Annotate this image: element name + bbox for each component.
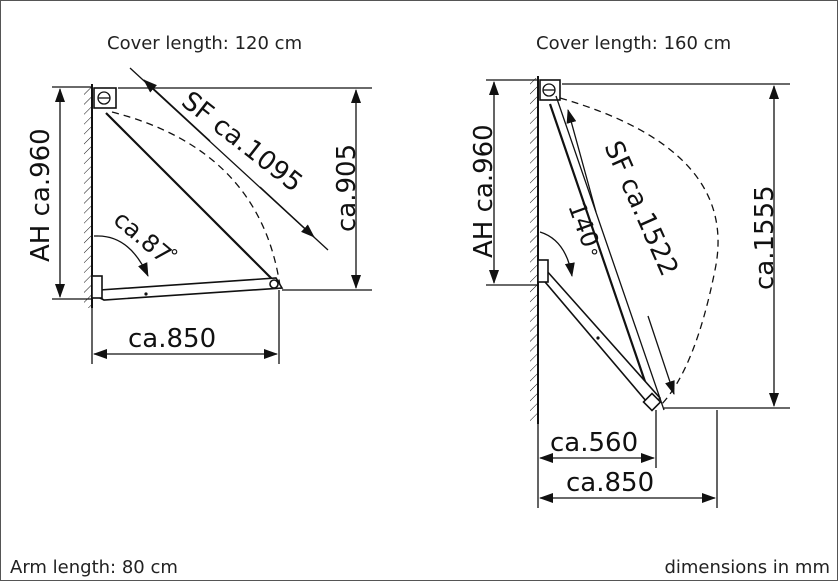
arm-length-note: Arm length: 80 cm [10,557,178,578]
left-w-label: ca.850 [128,324,216,354]
left-sf-label: SF ca.1095 [176,86,308,199]
right-ah-label: AH ca.960 [469,124,499,258]
left-cover-line [105,112,277,284]
left-arm-joint [91,275,103,299]
left-arm [94,277,284,301]
right-wall-hatch [530,78,538,422]
left-swing-arc [111,111,281,287]
left-wall-hatch [84,86,92,308]
right-sf-line [555,95,665,411]
left-cover-caption: Cover length: 120 cm [107,33,302,54]
right-diagram: Cover length: 160 cm AH ca.960 SF ca.152… [469,33,790,508]
right-r-label: ca.1555 [750,185,780,290]
units-note: dimensions in mm [664,557,830,578]
left-ah-label: AH ca.960 [26,128,56,262]
left-sf-arrow-down [259,186,315,238]
right-cover-caption: Cover length: 160 cm [536,33,731,54]
right-sf-arrow-down [647,315,675,395]
right-angle-degree: ° [590,246,599,267]
left-diagram: Cover length: 120 cm AH ca.960 SF ca.109… [26,33,372,364]
right-w1-label: ca.560 [550,428,638,458]
left-angle-label: ca.87 [108,205,177,269]
right-arm [538,268,662,410]
right-angle-label: 140 [562,198,604,251]
right-angle-arc [539,231,575,277]
right-sf-arrow-up [566,109,597,213]
left-angle-degree: ° [170,246,179,267]
right-cover-line [548,103,654,403]
right-sf-label: SF ca.1522 [598,137,684,281]
right-arm-joint [537,259,549,283]
right-swing-arc [559,97,719,407]
left-angle-arc [97,235,149,277]
right-w2-label: ca.850 [566,468,654,498]
left-sf-arrow-up [143,79,211,142]
left-r-label: ca.905 [332,144,362,232]
